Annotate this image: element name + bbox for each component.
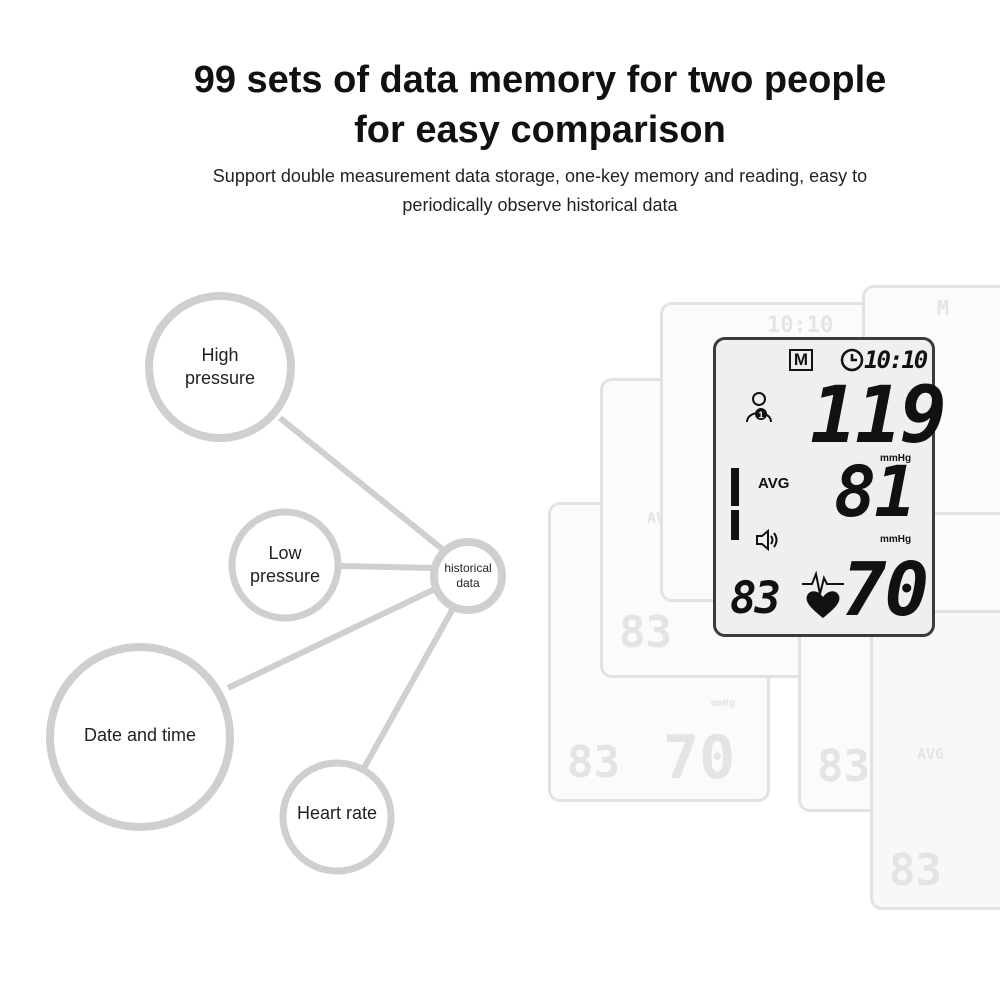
ghost-pulse-small-2: 83 (619, 607, 672, 658)
svg-text:1: 1 (758, 410, 763, 420)
memory-indicator: M (789, 349, 813, 371)
ring-high-pressure (145, 292, 295, 442)
ghost-avg-6: AVG (917, 745, 945, 763)
hub-line1: historical (444, 561, 492, 575)
node-heart-rate: Heart rate (285, 790, 389, 836)
user-1-icon: 1 (746, 392, 772, 423)
hub-ring (430, 538, 506, 614)
node-date-time-label: Date and time (83, 724, 197, 745)
hub-line2: data (456, 576, 480, 590)
title-line-1: 99 sets of data memory for two people (193, 59, 887, 101)
ghost-pulse-small-6: 83 (889, 845, 942, 896)
page-subtitle: Support double measurement data storage,… (160, 162, 920, 220)
connector-date-time (226, 585, 439, 691)
ring-heart-rate (279, 759, 395, 875)
ghost-pulse-small-5: 83 (817, 741, 870, 792)
pulse-large-value: 70 (842, 547, 929, 633)
node-high-pressure-line2: pressure (184, 368, 256, 388)
speaker-icon (756, 528, 778, 552)
ring-low-pressure (228, 508, 342, 622)
subtitle-line-1: Support double measurement data storage,… (212, 166, 868, 186)
diastolic-value: 81 (834, 451, 916, 533)
time-readout: 10:10 (864, 346, 928, 374)
connector-high-pressure (278, 415, 449, 556)
systolic-value: 119 (810, 371, 947, 461)
ring-date-time (46, 643, 234, 831)
page-title: 99 sets of data memory for two people fo… (80, 55, 1000, 155)
ghost-time-3: 10:10 (767, 313, 834, 338)
connector-low-pressure (339, 563, 434, 571)
heartbeat-icon (802, 570, 844, 618)
title-line-2: for easy comparison (354, 109, 726, 151)
ghost-pulse-large: 70 (663, 723, 736, 793)
node-heart-rate-label: Heart rate (296, 802, 378, 823)
node-date-time: Date and time (52, 707, 228, 763)
clock-icon (840, 348, 864, 372)
node-low-pressure-line2: pressure (249, 566, 321, 586)
pulse-small-value: 83 (730, 573, 781, 624)
ghost-unit: mmHg (711, 698, 736, 709)
avg-label: AVG (758, 475, 790, 492)
lcd-display: M 10:10 1 119 mmHg AVG 81 mmHg 83 70 (713, 337, 947, 637)
connector-heart-rate (361, 603, 458, 770)
systolic-unit: mmHg (880, 453, 912, 464)
ghost-m-4: M (937, 296, 950, 320)
ghost-pulse-small: 83 (567, 737, 620, 788)
node-high-pressure-line1: High (201, 345, 239, 365)
subtitle-line-2: periodically observe historical data (402, 195, 678, 215)
node-low-pressure: Low pressure (235, 515, 335, 615)
node-high-pressure: High pressure (150, 297, 290, 437)
ghost-screen-6: AVG 83 (870, 610, 1000, 910)
level-bar-lower (731, 510, 739, 540)
hub-historical-data: historical data (436, 546, 500, 606)
level-bar-upper (731, 468, 739, 506)
node-low-pressure-line1: Low (268, 543, 302, 563)
diastolic-unit: mmHg (880, 534, 912, 545)
